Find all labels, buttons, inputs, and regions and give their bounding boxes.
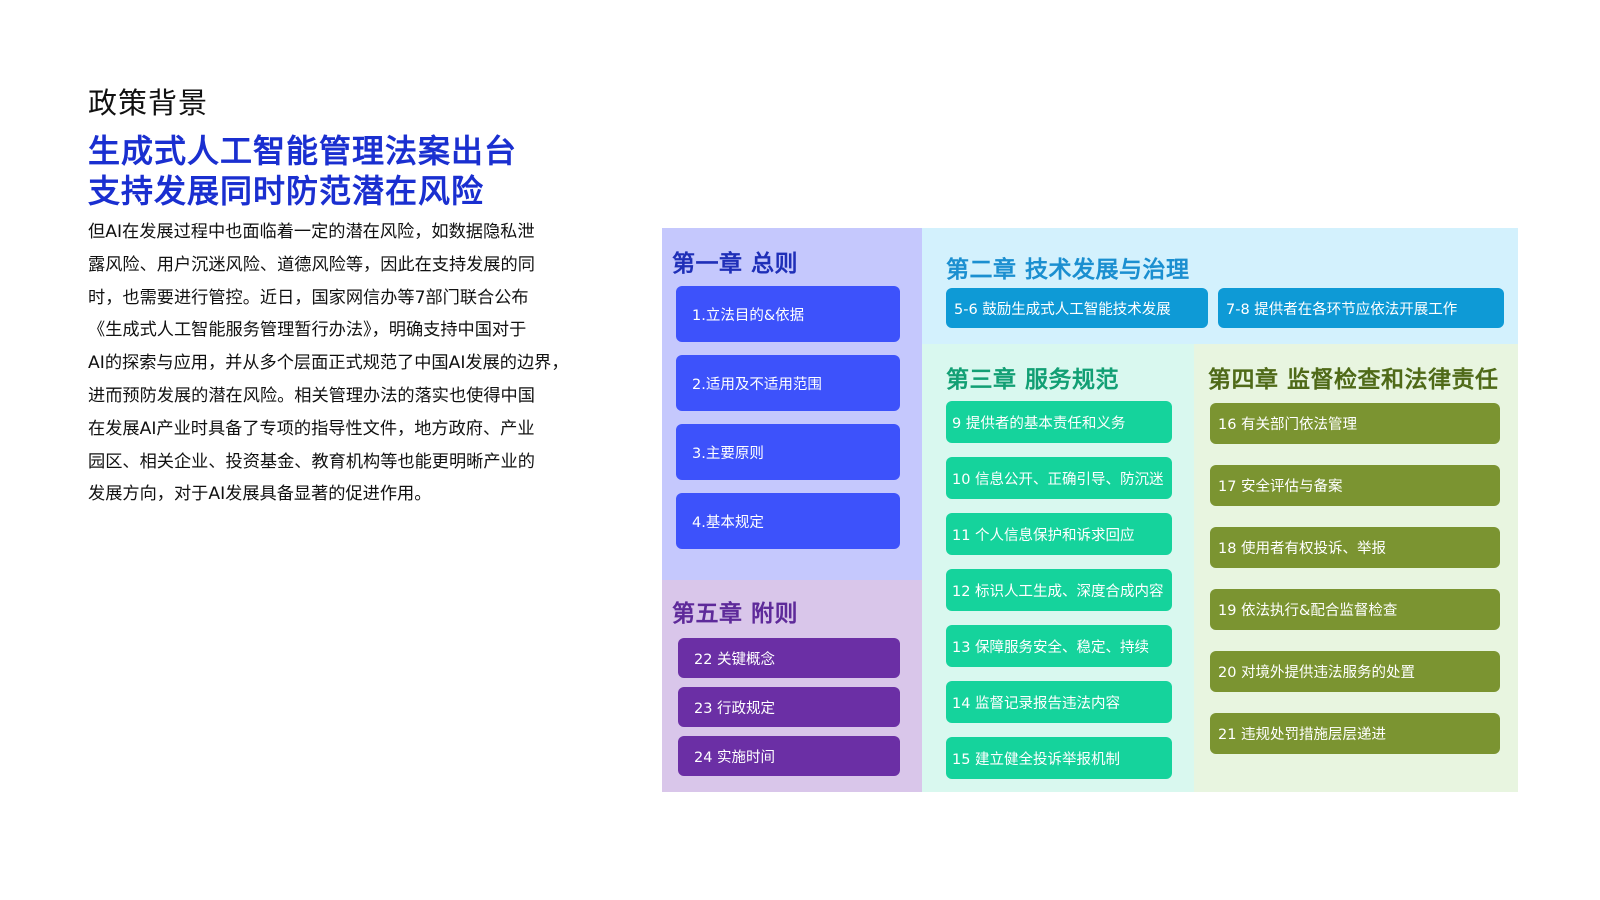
chapter-1-item: 3.主要原则 bbox=[676, 424, 900, 480]
chapter-2-title: 第二章 技术发展与治理 bbox=[946, 257, 1190, 283]
body-line: 园区、相关企业、投资基金、教育机构等也能更明晰产业的 bbox=[88, 451, 535, 472]
chapter-4-item: 16 有关部门依法管理 bbox=[1210, 403, 1500, 444]
body-line: 露风险、用户沉迷风险、道德风险等，因此在支持发展的同 bbox=[88, 254, 535, 275]
chapter-4-item: 18 使用者有权投诉、举报 bbox=[1210, 527, 1500, 568]
chapter-4-item: 19 依法执行&配合监督检查 bbox=[1210, 589, 1500, 630]
body-paragraph: 但AI在发展过程中也面临着一定的潜在风险，如数据隐私泄 露风险、用户沉迷风险、道… bbox=[88, 216, 596, 511]
body-line: 在发展AI产业时具备了专项的指导性文件，地方政府、产业 bbox=[88, 418, 535, 439]
body-line: 《生成式人工智能服务管理暂行办法》，明确支持中国对于 bbox=[88, 320, 527, 341]
chapter-1-item: 1.立法目的&依据 bbox=[676, 286, 900, 342]
section-kicker: 政策背景 bbox=[88, 86, 209, 120]
chapter-4-panel: 第四章 监督检查和法律责任 16 有关部门依法管理 17 安全评估与备案 18 … bbox=[1194, 344, 1518, 792]
chapter-3-item: 9 提供者的基本责任和义务 bbox=[946, 401, 1172, 443]
headline-line-1: 生成式人工智能管理法案出台 bbox=[88, 132, 518, 170]
body-line: 时，也需要进行管控。近日，国家网信办等7部门联合公布 bbox=[88, 287, 529, 308]
chapter-1-item: 2.适用及不适用范围 bbox=[676, 355, 900, 411]
chapter-3-item: 12 标识人工生成、深度合成内容 bbox=[946, 569, 1172, 611]
chapter-4-item: 20 对境外提供违法服务的处置 bbox=[1210, 651, 1500, 692]
chapter-4-item: 17 安全评估与备案 bbox=[1210, 465, 1500, 506]
body-line: AI的探索与应用，并从多个层面正式规范了中国AI发展的边界， bbox=[88, 353, 569, 374]
chapter-3-title: 第三章 服务规范 bbox=[946, 367, 1120, 393]
chapter-3-item: 13 保障服务安全、稳定、持续 bbox=[946, 625, 1172, 667]
chapter-3-panel: 第三章 服务规范 9 提供者的基本责任和义务 10 信息公开、正确引导、防沉迷 … bbox=[922, 344, 1194, 792]
chapter-4-title: 第四章 监督检查和法律责任 bbox=[1208, 367, 1499, 393]
chapter-2-item: 5-6 鼓励生成式人工智能技术发展 bbox=[946, 288, 1208, 328]
headline-line-2: 支持发展同时防范潜在风险 bbox=[88, 172, 485, 210]
chapter-3-item: 10 信息公开、正确引导、防沉迷 bbox=[946, 457, 1172, 499]
chapter-1-panel: 第一章 总则 1.立法目的&依据 2.适用及不适用范围 3.主要原则 4.基本规… bbox=[662, 228, 922, 580]
chapter-2-item: 7-8 提供者在各环节应依法开展工作 bbox=[1218, 288, 1504, 328]
body-line: 进而预防发展的潜在风险。相关管理办法的落实也使得中国 bbox=[88, 385, 535, 406]
chapter-1-item: 4.基本规定 bbox=[676, 493, 900, 549]
chapter-3-item: 14 监督记录报告违法内容 bbox=[946, 681, 1172, 723]
chapter-4-item: 21 违规处罚措施层层递进 bbox=[1210, 713, 1500, 754]
chapter-3-item: 11 个人信息保护和诉求回应 bbox=[946, 513, 1172, 555]
body-line: 发展方向，对于AI发展具备显著的促进作用。 bbox=[88, 484, 432, 505]
chapter-3-item: 15 建立健全投诉举报机制 bbox=[946, 737, 1172, 779]
chapter-5-panel: 第五章 附则 22 关键概念 23 行政规定 24 实施时间 bbox=[662, 580, 922, 792]
chapter-5-item: 24 实施时间 bbox=[678, 736, 900, 776]
chapter-1-title: 第一章 总则 bbox=[672, 251, 799, 277]
chapter-5-item: 23 行政规定 bbox=[678, 687, 900, 727]
chapter-2-panel: 第二章 技术发展与治理 5-6 鼓励生成式人工智能技术发展 7-8 提供者在各环… bbox=[922, 228, 1518, 344]
body-line: 但AI在发展过程中也面临着一定的潜在风险，如数据隐私泄 bbox=[88, 222, 535, 242]
chapter-5-item: 22 关键概念 bbox=[678, 638, 900, 678]
chapter-5-title: 第五章 附则 bbox=[672, 601, 799, 627]
